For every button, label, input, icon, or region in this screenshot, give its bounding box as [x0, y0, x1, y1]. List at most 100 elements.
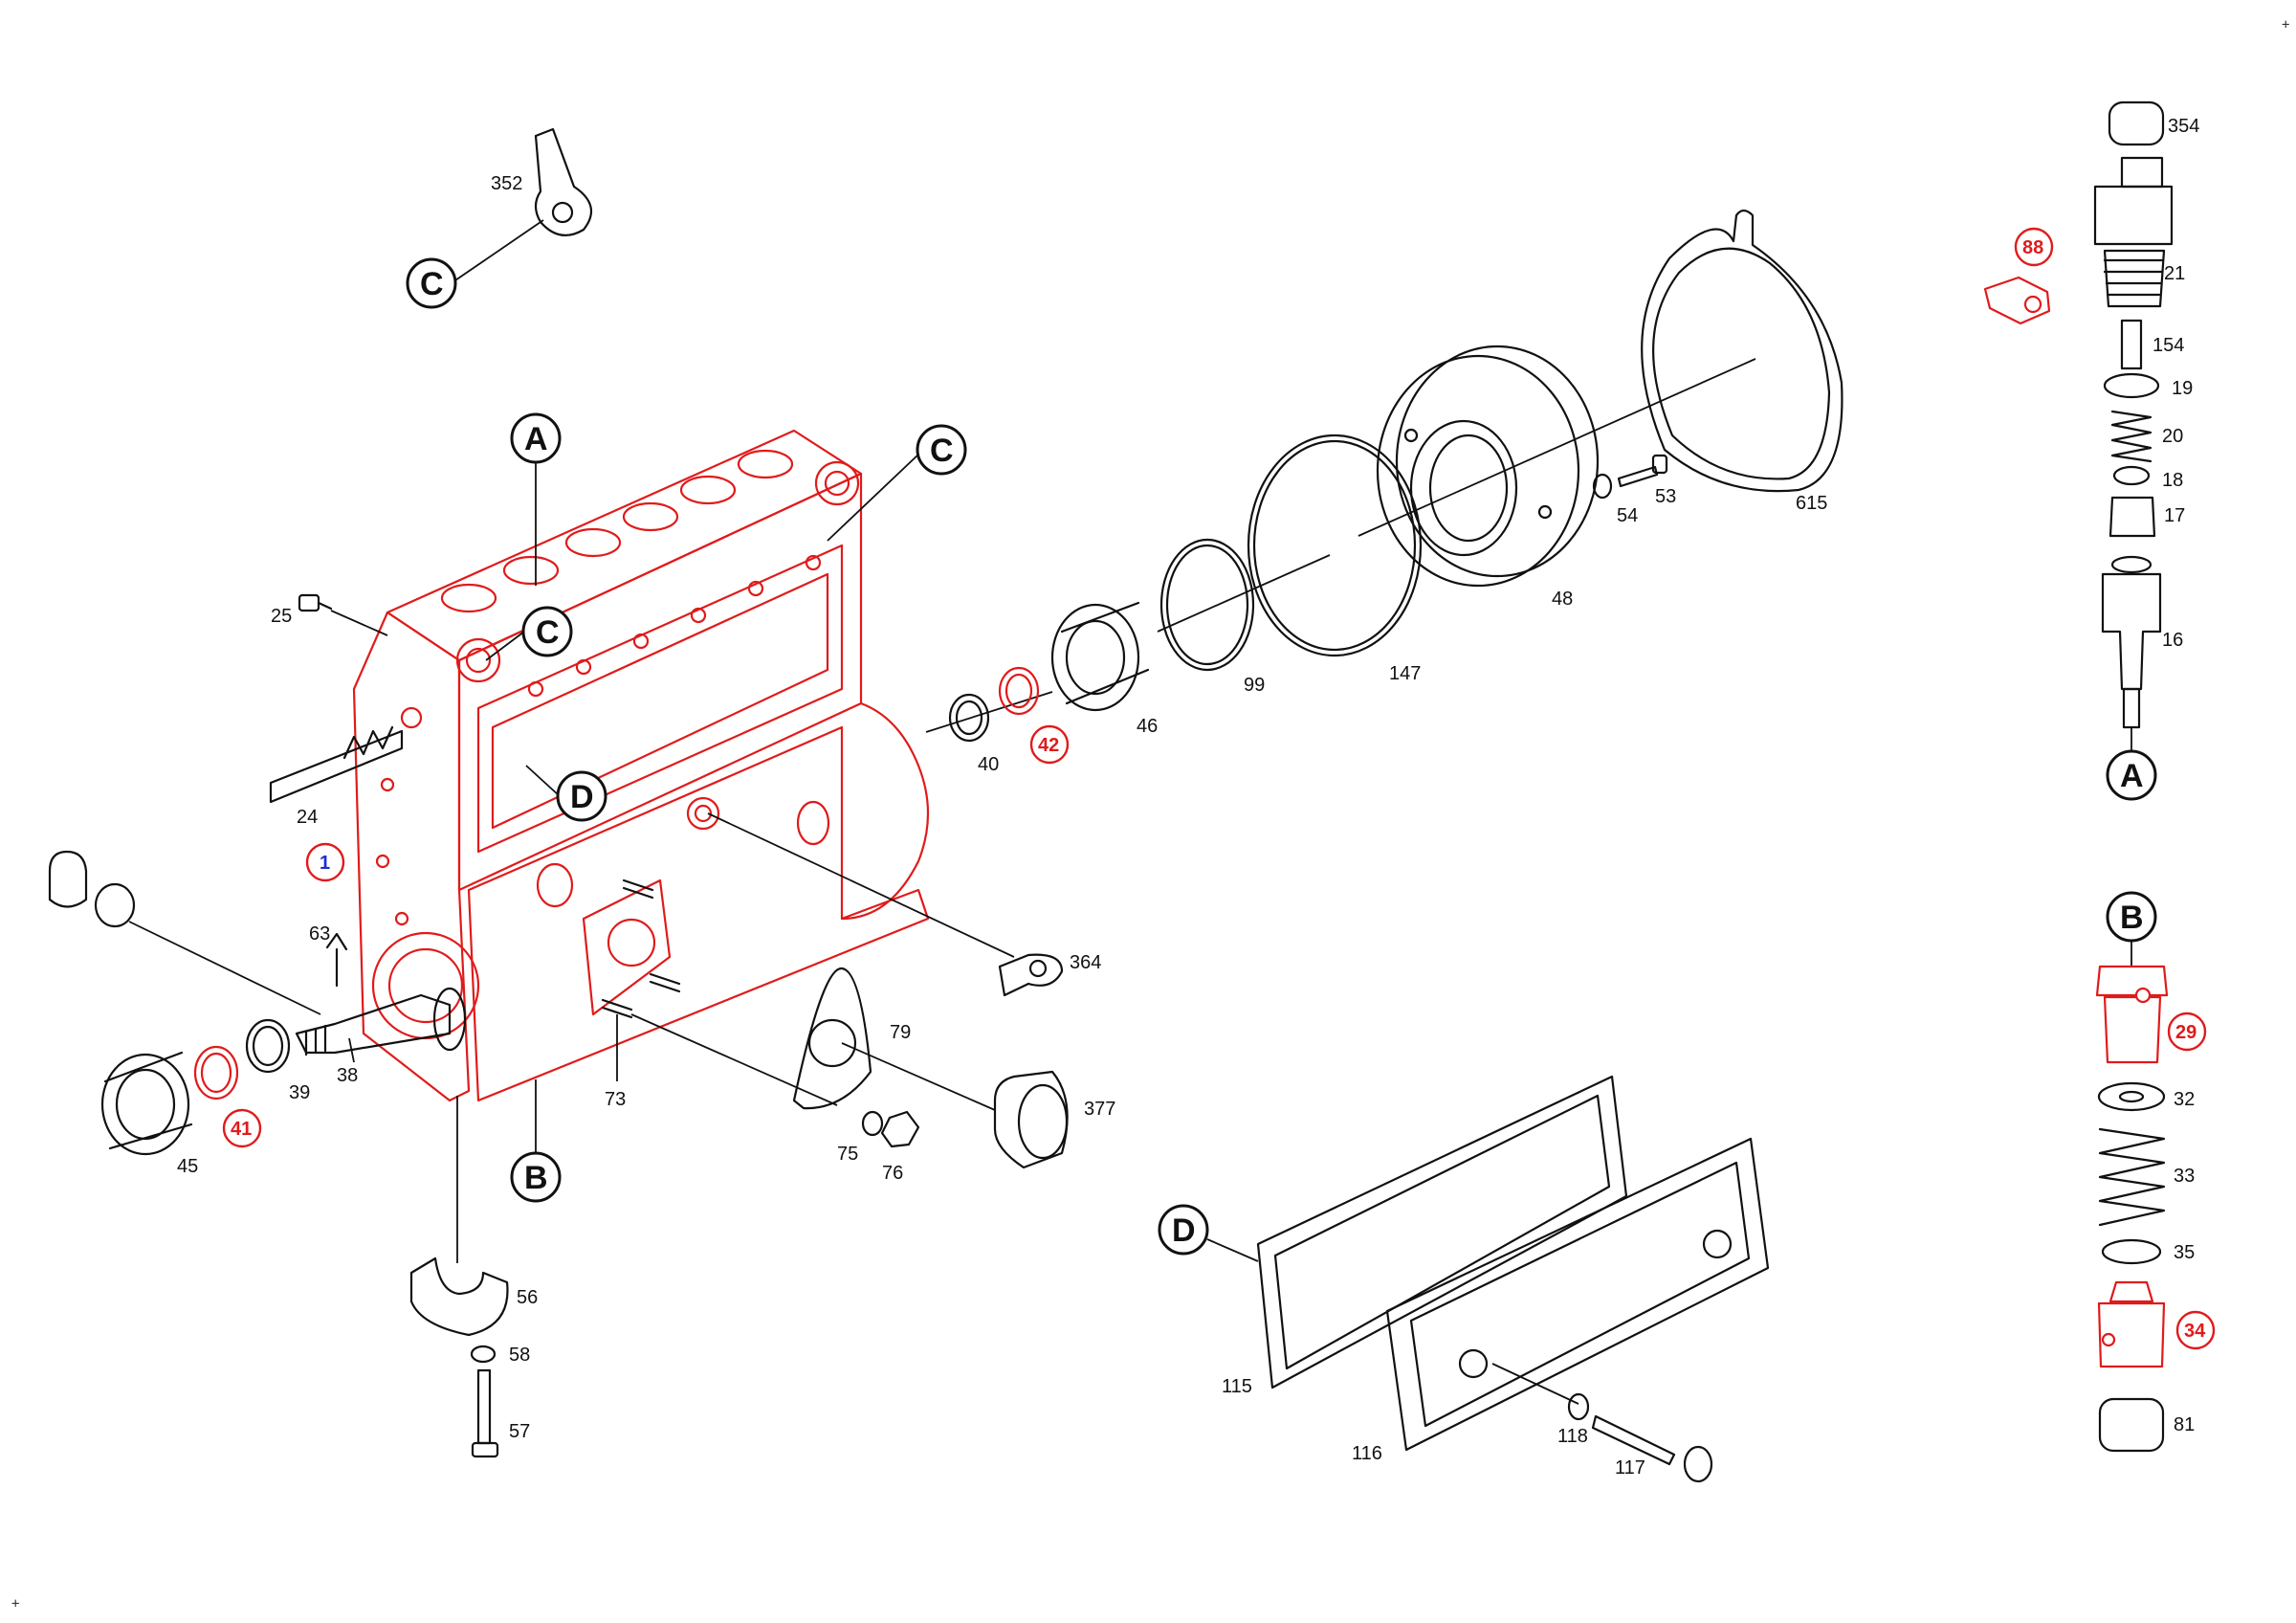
part-88-badge-clip: 88 — [1983, 227, 2054, 325]
ref-marker-c-lever: C — [406, 219, 544, 309]
part-354-cap: 354 — [2108, 100, 2199, 146]
svg-text:117: 117 — [1615, 1457, 1645, 1478]
svg-text:17: 17 — [2164, 505, 2185, 526]
svg-text:58: 58 — [509, 1345, 530, 1366]
part-24-control-rack: 24 — [269, 725, 404, 828]
svg-text:C: C — [930, 433, 954, 469]
svg-text:B: B — [2120, 900, 2144, 936]
part-1-badge: 1 — [305, 842, 345, 882]
svg-text:41: 41 — [231, 1119, 252, 1140]
part-116-cover: 116 — [1352, 1137, 1770, 1464]
part-54-washer: 54 — [1592, 473, 1638, 526]
part-79-cover-plate: 79 — [792, 967, 911, 1110]
ref-marker-c-mid: C — [485, 606, 573, 661]
svg-text:364: 364 — [1070, 952, 1101, 973]
part-75-washer: 75 — [837, 1110, 884, 1165]
part-377-plug: 377 — [841, 1042, 1115, 1169]
part-56-bracket: 56 — [409, 1096, 538, 1337]
part-352-lever: 352 — [491, 127, 593, 237]
part-35-spring-seat: 35 — [2101, 1238, 2195, 1265]
part-46-bearing: 46 — [1050, 601, 1158, 737]
ref-marker-c-top: C — [827, 424, 967, 542]
svg-text:A: A — [524, 421, 548, 457]
ref-marker-d-cover: D — [1158, 1204, 1259, 1262]
corner-mark-bottom: + — [11, 1596, 19, 1612]
svg-text:118: 118 — [1557, 1426, 1588, 1447]
svg-text:115: 115 — [1222, 1376, 1252, 1397]
svg-text:116: 116 — [1352, 1443, 1382, 1464]
svg-text:88: 88 — [2022, 237, 2043, 258]
part-154-valve: 154 — [2120, 319, 2184, 370]
svg-text:20: 20 — [2162, 426, 2183, 447]
svg-text:147: 147 — [1389, 663, 1421, 684]
pump-housing — [352, 429, 930, 1102]
svg-text:29: 29 — [2175, 1022, 2197, 1043]
corner-mark-top: + — [2282, 17, 2289, 33]
svg-text:A: A — [2120, 758, 2144, 794]
svg-text:48: 48 — [1552, 589, 1573, 610]
part-18-washer: 18 — [2112, 465, 2183, 491]
part-115-gasket: 115 — [1222, 1075, 1628, 1397]
svg-text:16: 16 — [2162, 630, 2183, 651]
part-34-tappet: 34 — [2097, 1280, 2216, 1368]
part-33-spring: 33 — [2098, 1127, 2195, 1227]
ref-marker-a-top: A — [510, 412, 562, 586]
barrel-bores — [440, 449, 794, 613]
svg-text:63: 63 — [309, 923, 330, 945]
ref-marker-b-housing: B — [510, 1079, 562, 1203]
svg-text:18: 18 — [2162, 470, 2183, 491]
part-147-gasket: 147 — [1247, 434, 1423, 684]
svg-text:33: 33 — [2174, 1166, 2195, 1187]
svg-text:56: 56 — [517, 1287, 538, 1308]
svg-text:B: B — [524, 1160, 548, 1196]
svg-text:C: C — [536, 614, 560, 651]
part-17-valve-seat: 17 — [2108, 496, 2185, 538]
svg-text:25: 25 — [271, 606, 292, 627]
svg-text:615: 615 — [1796, 493, 1827, 514]
part-117-screw: 117 — [1591, 1414, 1713, 1483]
part-81-roller-cap: 81 — [2098, 1397, 2195, 1453]
svg-text:42: 42 — [1038, 735, 1059, 756]
part-53-screw: 53 — [1617, 454, 1676, 507]
part-73-studs: 73 — [601, 878, 838, 1110]
svg-text:34: 34 — [2184, 1321, 2206, 1342]
svg-text:39: 39 — [289, 1082, 310, 1103]
svg-text:76: 76 — [882, 1163, 903, 1184]
svg-text:54: 54 — [1617, 505, 1638, 526]
part-57-bolt: 57 — [471, 1368, 530, 1458]
svg-text:32: 32 — [2174, 1089, 2195, 1110]
svg-text:354: 354 — [2168, 116, 2199, 137]
svg-text:79: 79 — [890, 1022, 911, 1043]
part-16-barrel: 16 — [2101, 555, 2183, 729]
part-20-spring: 20 — [2110, 410, 2183, 463]
svg-text:40: 40 — [978, 754, 999, 775]
ref-marker-a-element: A — [2106, 727, 2157, 801]
svg-text:352: 352 — [491, 173, 522, 194]
svg-text:75: 75 — [837, 1144, 858, 1165]
part-25-screw: 25 — [271, 593, 388, 636]
svg-text:53: 53 — [1655, 486, 1676, 507]
camshaft-group: 63 38 39 41 45 — [48, 850, 467, 1177]
svg-text:57: 57 — [509, 1421, 530, 1442]
part-42-ring: 42 — [998, 666, 1070, 765]
svg-text:D: D — [570, 779, 594, 815]
part-76-nut: 76 — [880, 1110, 920, 1184]
svg-text:38: 38 — [337, 1065, 358, 1086]
svg-text:1: 1 — [320, 853, 330, 874]
part-48-flange: 48 — [1358, 345, 1756, 610]
part-19-ring: 19 — [2103, 372, 2193, 399]
svg-text:99: 99 — [1244, 675, 1265, 696]
part-99-oring: 99 — [1157, 538, 1331, 696]
ref-marker-d-housing: D — [525, 765, 607, 822]
svg-text:24: 24 — [297, 807, 318, 828]
part-29-control-sleeve: 29 — [2095, 965, 2207, 1064]
svg-text:46: 46 — [1137, 716, 1158, 737]
ref-marker-b-element: B — [2106, 891, 2157, 967]
part-118-washer: 118 — [1557, 1392, 1590, 1447]
svg-text:81: 81 — [2174, 1414, 2195, 1435]
svg-text:35: 35 — [2174, 1242, 2195, 1263]
svg-text:154: 154 — [2152, 335, 2184, 356]
svg-text:377: 377 — [1084, 1099, 1115, 1120]
svg-text:19: 19 — [2172, 378, 2193, 399]
